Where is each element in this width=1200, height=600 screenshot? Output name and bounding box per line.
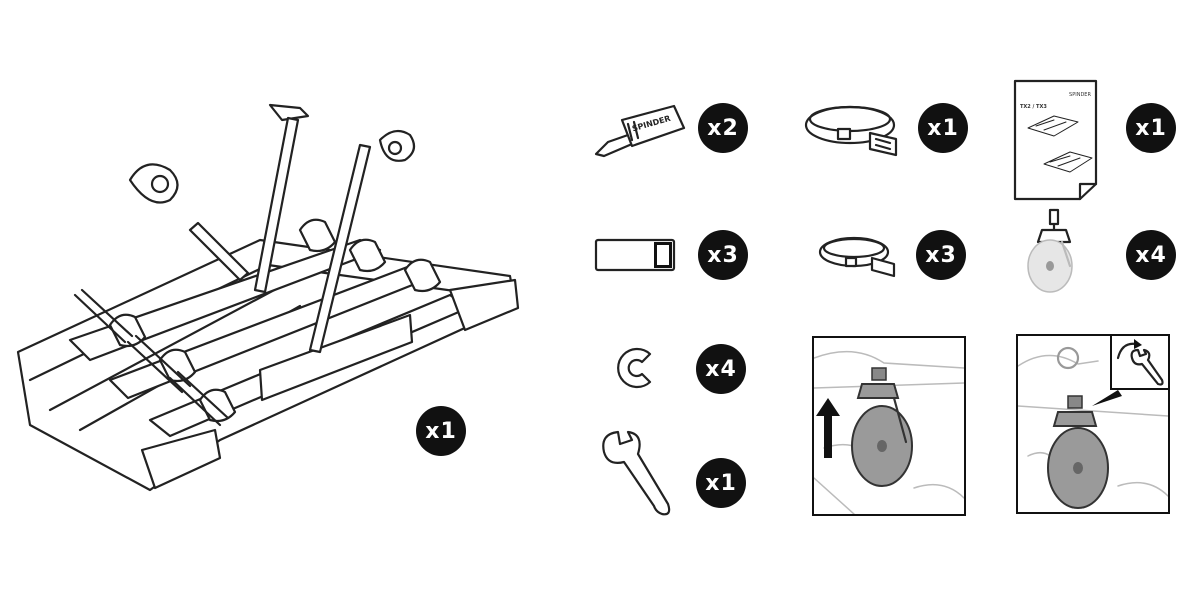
manual-brand-label: SPINDER [1069, 92, 1091, 98]
manual-document-icon: SPINDER TX2 / TX3 [1013, 79, 1098, 201]
key-icon: SPINDER [592, 102, 688, 162]
rotate-arrow-icon [1116, 342, 1138, 360]
manual-title-label: TX2 / TX3 [1020, 104, 1047, 110]
insert-arrow-icon [816, 398, 840, 458]
end-cap-quantity-badge: x3 [698, 230, 748, 280]
carrier-quantity-badge: x1 [416, 406, 466, 456]
short-strap-quantity-badge: x3 [916, 230, 966, 280]
long-strap-quantity-badge: x1 [918, 103, 968, 153]
end-cap-icon [594, 238, 676, 272]
wrench-rotation-inset [1110, 336, 1168, 390]
wrench-icon [598, 430, 678, 520]
long-strap-icon [800, 95, 910, 165]
short-strap-icon [816, 232, 902, 282]
ring-quantity-badge: x4 [696, 344, 746, 394]
caster-wheel-icon [1024, 208, 1084, 294]
wrench-quantity-badge: x1 [696, 458, 746, 508]
caster-install-detail-panel [812, 336, 966, 516]
key-quantity-badge: x2 [698, 103, 748, 153]
caster-wheel-quantity-badge: x4 [1126, 230, 1176, 280]
ring-washer-icon [614, 346, 662, 390]
caster-tighten-detail-panel [1016, 334, 1170, 514]
bike-carrier-illustration [10, 80, 530, 500]
manual-quantity-badge: x1 [1126, 103, 1176, 153]
wrench-small-icon [1130, 348, 1164, 386]
